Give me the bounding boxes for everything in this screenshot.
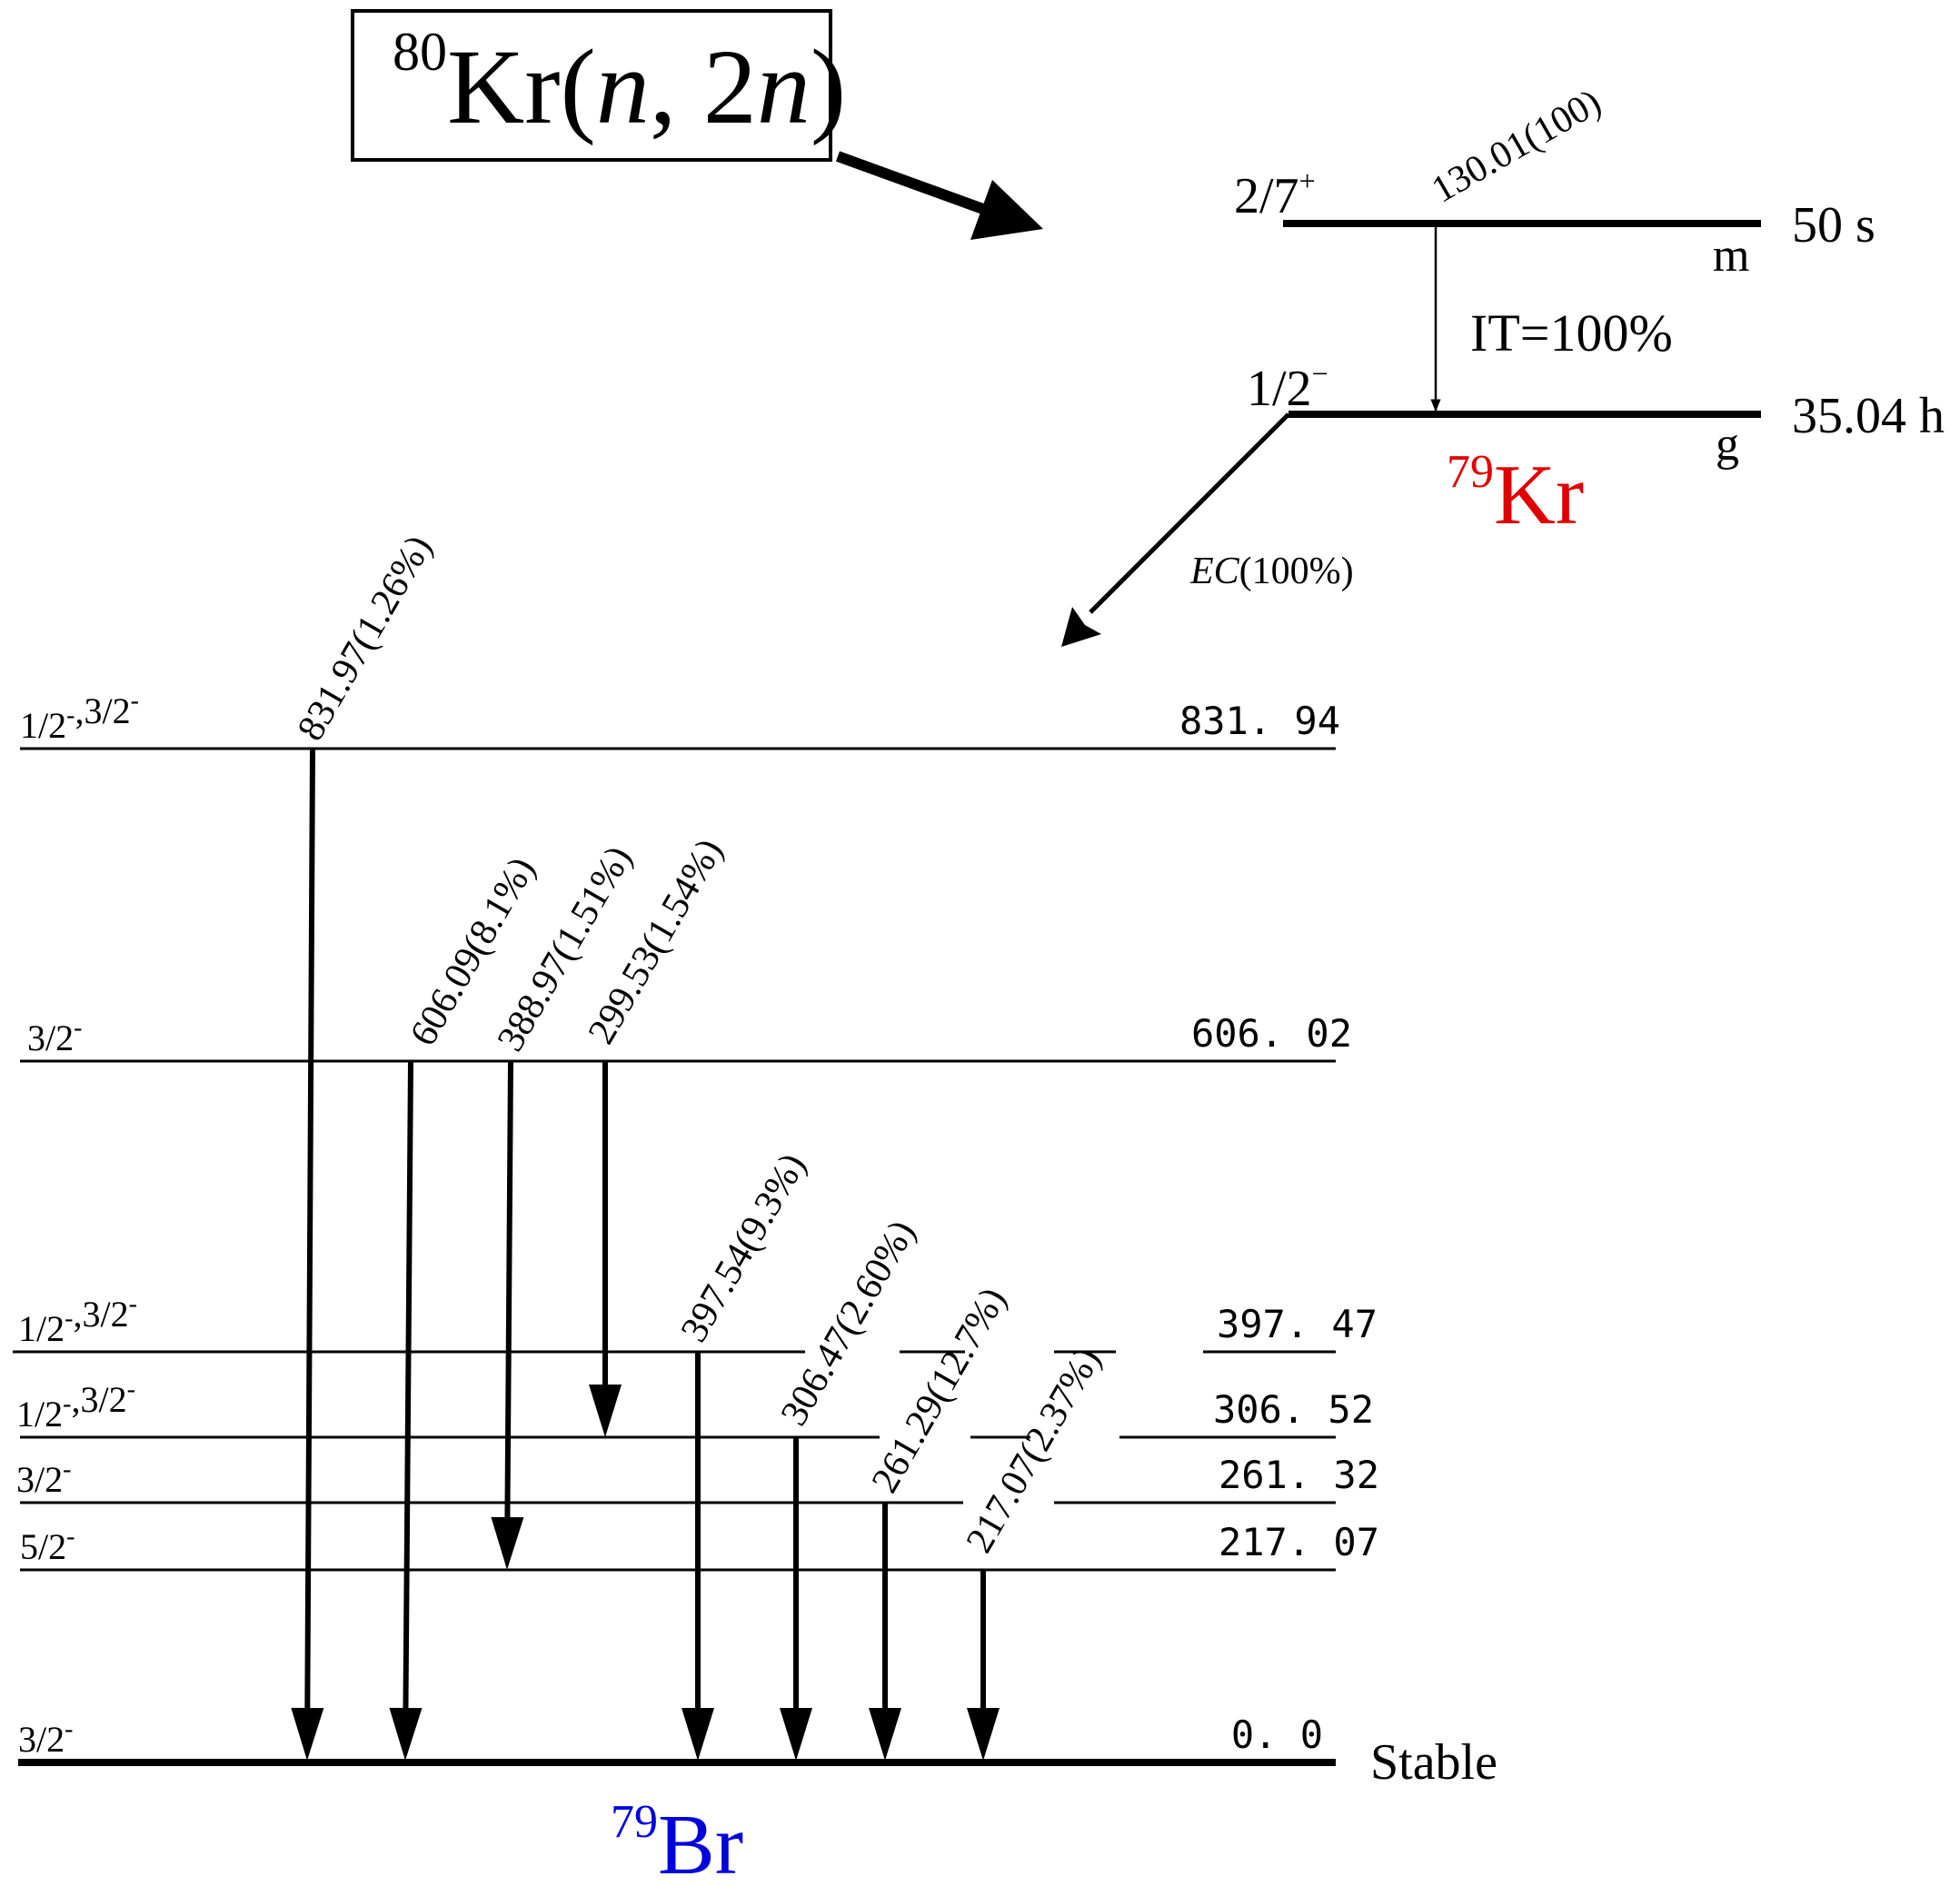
metastable-spin: 2/7+ [1234,164,1316,224]
gamma-0: 831.97(1.26%) [290,529,441,1761]
ec-decay-arrow: EC(100%) [1061,412,1354,647]
reaction-box: 80Kr(n, 2n) [351,9,846,162]
isomeric-transition: IT=100% [1430,225,1673,412]
level-spin: 1/2-,3/2- [18,1290,137,1349]
gamma-arrow-shaft [504,1060,513,1518]
level-6: 3/2- 0. 0 [18,1712,1336,1766]
gamma-arrow-shaft [403,1060,413,1709]
level-0: 1/2-,3/2- 831. 94 [20,687,1340,750]
level-4: 3/2- 261. 32 [16,1453,1379,1504]
gamma-arrow-head [491,1516,524,1570]
level-energy: 217. 07 [1219,1520,1379,1564]
level-spin: 3/2- [27,1014,82,1058]
gamma-label: 397.54(9.3%) [673,1146,814,1349]
level-3: 1/2-,3/2- 306. 52 [16,1375,1374,1439]
level-energy: 0. 0 [1231,1712,1323,1757]
metastable-halflife: 50 s [1792,197,1875,253]
ground-letter: g [1716,419,1739,471]
gamma-arrow-head [967,1708,1000,1761]
gamma-4: 397.54(9.3%) [673,1146,814,1761]
stable-label: Stable [1370,1734,1497,1791]
daughter-nuclide-label: 79Br [611,1796,743,1886]
gamma-label: 261.29(12.7%) [864,1281,1015,1500]
level-2: 1/2-,3/2- 397. 47 [13,1290,1378,1354]
gamma-label: 831.97(1.26%) [290,529,441,748]
gamma-label: 217.07(2.37%) [959,1341,1109,1560]
level-spin: 5/2- [20,1523,75,1567]
gamma-label: 306.47(2.60%) [773,1214,924,1433]
level-spin: 3/2- [18,1715,73,1760]
parent-nuclide-label: 79Kr [1447,446,1584,542]
level-energy: 261. 32 [1219,1453,1379,1497]
ground-spin: 1/2− [1247,357,1328,417]
daughter-levels: 1/2-,3/2- 831. 94 3/2- 606. 02 1/2-,3/2- 397.… [13,687,1379,1766]
reaction-arrow [835,151,1043,240]
gamma-arrow-head [682,1708,714,1761]
gamma-transitions: 831.97(1.26%)606.09(8.1%)388.97(1.51%)29… [290,529,1109,1761]
parent-metastable-level: 2/7+ m 50 s 130.01(100) [1234,82,1875,282]
gamma-arrow-head [291,1707,324,1761]
metastable-letter: m [1713,230,1749,282]
level-energy: 831. 94 [1179,699,1340,743]
level-5: 5/2- 217. 07 [20,1520,1379,1572]
level-spin: 3/2- [16,1455,71,1500]
level-spin: 1/2-,3/2- [16,1375,135,1434]
gamma-arrow-head [589,1385,622,1437]
gamma-arrow-head [389,1707,423,1761]
reaction-label: 80Kr(n, 2n) [393,22,846,146]
level-energy: 606. 02 [1191,1011,1352,1056]
level-1: 3/2- 606. 02 [20,1011,1352,1063]
parent-ground-level: 1/2− g 35.04 h 79Kr [1247,357,1945,542]
ec-branch-label: EC(100%) [1189,551,1354,592]
gamma-7: 217.07(2.37%) [959,1341,1109,1761]
it-branch-label: IT=100% [1470,303,1673,362]
gamma-arrow-head [780,1708,812,1761]
gamma-arrow-shaft [304,748,315,1709]
ground-halflife: 35.04 h [1792,388,1945,444]
it-gamma-label: 130.01(100) [1425,82,1608,212]
level-spin: 1/2-,3/2- [20,687,139,746]
level-energy: 306. 52 [1213,1387,1374,1432]
gamma-2: 388.97(1.51%) [490,839,641,1570]
gamma-arrow-head [869,1708,901,1761]
level-energy: 397. 47 [1217,1302,1378,1346]
